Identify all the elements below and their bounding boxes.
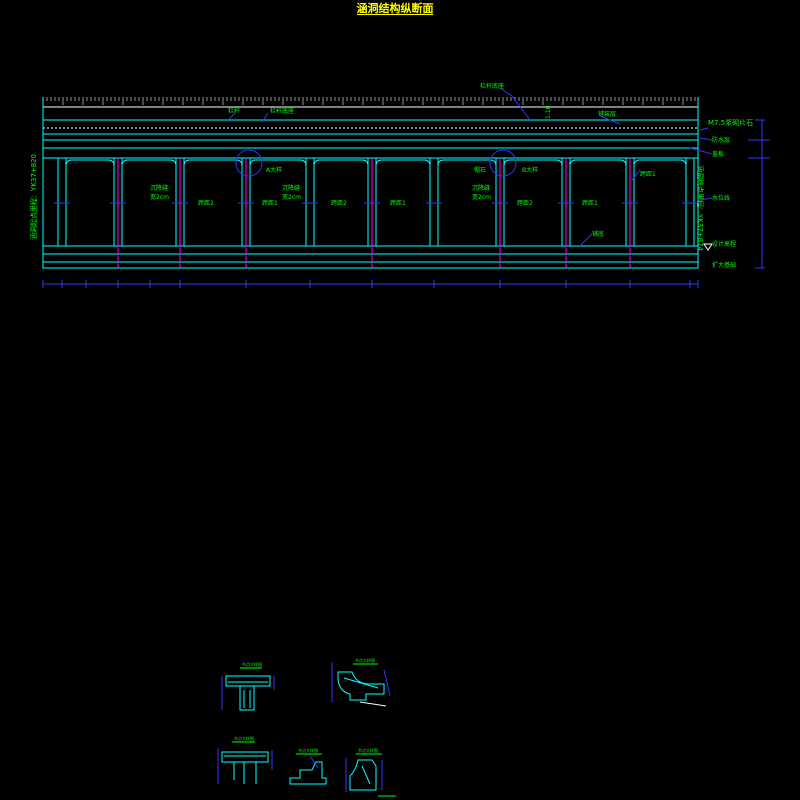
bay-arch xyxy=(313,159,369,167)
label-paving: 铺装层 xyxy=(598,110,616,118)
label-bottom: 铺底 xyxy=(592,230,604,238)
detail-4-title: 节点大样图 xyxy=(298,747,318,753)
label-settle-right-w: 宽2cm xyxy=(472,193,491,201)
detail-2: 节点大样图 xyxy=(331,657,391,707)
bottom-dimension xyxy=(42,280,699,288)
label-settle-left: 沉降缝 xyxy=(150,184,168,192)
detail-2-title: 节点大样图 xyxy=(355,657,375,663)
label-left-vertical: 涵洞起点里程：YK37+820 xyxy=(29,154,38,240)
label-rail-base: 栏杆底座 xyxy=(270,107,294,115)
leader-lines xyxy=(227,87,713,247)
drawing-title: 涵洞结构纵断面 xyxy=(356,2,434,15)
label-seg7: 跨距1 xyxy=(640,170,656,178)
bay-arch xyxy=(375,159,431,167)
detail-a-callout xyxy=(235,149,263,177)
detail-1: 节点大样图 xyxy=(221,661,275,711)
bay-arch xyxy=(183,159,243,167)
label-elev-right: 设计高程 xyxy=(712,240,736,248)
label-foundation: 扩大基础 xyxy=(712,261,736,269)
bay-arch xyxy=(249,159,307,167)
label-detail-a: A大样 xyxy=(266,166,282,174)
detail-b-callout xyxy=(489,149,517,177)
label-settle-right: 沉降缝 xyxy=(472,184,490,192)
detail-5: 节点大样图 xyxy=(345,747,396,797)
label-cap: 帽石 xyxy=(474,166,486,174)
detail-3-title: 节点大样图 xyxy=(234,735,254,741)
label-mortar: M7.5浆砌片石 xyxy=(708,118,753,127)
label-rail-base-top: 栏杆底座 xyxy=(480,82,504,90)
main-elevation xyxy=(42,97,699,269)
elevation-marker-icon xyxy=(703,243,713,251)
label-waterproof: 防水层 xyxy=(712,136,730,144)
label-slab: 盖板 xyxy=(712,150,724,158)
label-seg6: 跨距1 xyxy=(582,199,598,207)
bay-arch xyxy=(633,159,687,167)
label-seg5: 跨距2 xyxy=(517,199,533,207)
bay-arch xyxy=(569,159,627,167)
bay-arch xyxy=(437,159,497,167)
label-rail: 栏杆 xyxy=(228,107,240,115)
label-1-10: 1:10 xyxy=(545,105,552,119)
bay-arch xyxy=(65,159,115,167)
label-detail-b: B大样 xyxy=(522,166,538,174)
detail-1-title: 节点大样图 xyxy=(242,661,262,667)
right-dimension xyxy=(748,119,770,269)
detail-5-title: 节点大样图 xyxy=(358,747,378,753)
bay-arch xyxy=(121,159,177,167)
culvert-bays xyxy=(54,158,698,246)
detail-3: 节点大样图 xyxy=(217,735,273,784)
label-seg3: 跨距2 xyxy=(331,199,347,207)
label-seg4: 跨距1 xyxy=(390,199,406,207)
title-underline xyxy=(357,14,433,15)
label-seg1: 跨距2 xyxy=(198,199,214,207)
bay-arch xyxy=(503,159,563,167)
label-water: 水位线 xyxy=(712,194,730,202)
label-settle-mid: 沉降缝 xyxy=(282,184,300,192)
detail-4: 节点大样图 xyxy=(289,747,327,785)
joint-lines xyxy=(117,158,631,268)
label-settle-mid-w: 宽2cm xyxy=(282,193,301,201)
top-ruler xyxy=(42,97,696,105)
label-settle-left-w: 宽2cm xyxy=(150,193,169,201)
label-seg2: 跨距1 xyxy=(262,199,278,207)
label-right-vertical: 涵洞终点里程：YK37+874 xyxy=(696,165,705,252)
